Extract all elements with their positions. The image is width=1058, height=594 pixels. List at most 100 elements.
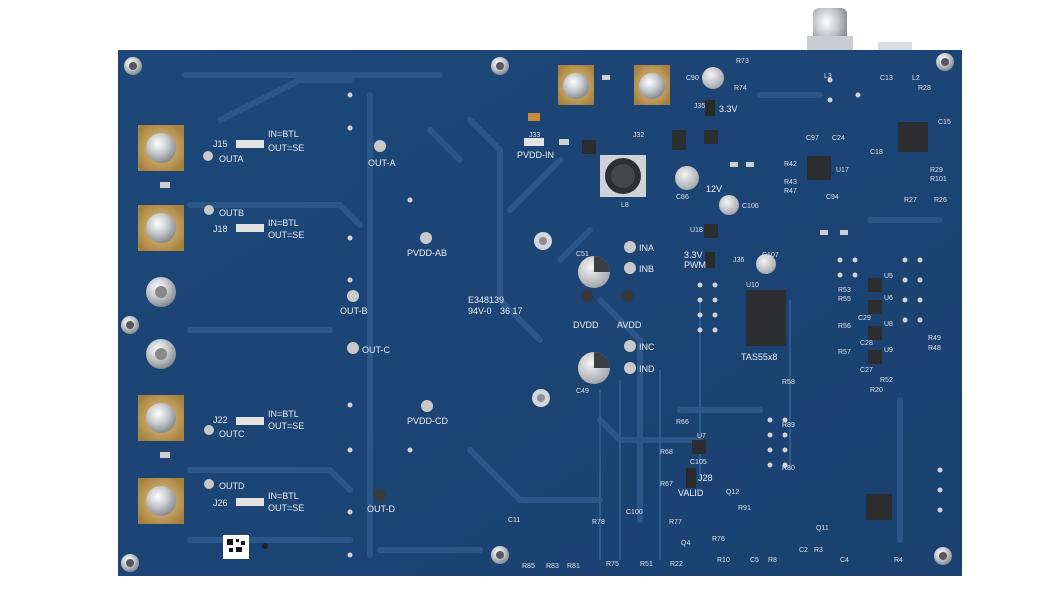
label-l2: L2 (912, 75, 920, 82)
label-c11: C11 (508, 517, 520, 524)
label-u10: U10 (746, 282, 759, 289)
label-r85: R85 (522, 563, 535, 570)
label-r52: R52 (880, 377, 893, 384)
label-in-btl-4: IN=BTL (268, 491, 299, 501)
label-c28: C28 (860, 340, 873, 347)
label-12v: 12V (706, 184, 722, 194)
label-out-se-2: OUT=SE (268, 230, 304, 240)
label-c94: C94 (826, 194, 839, 201)
label-c5: C5 (750, 557, 759, 564)
label-r27: R27 (904, 197, 917, 204)
label-r20: R20 (870, 387, 883, 394)
label-outa: OUTA (219, 154, 243, 164)
label-inb: INB (639, 264, 654, 274)
label-r57: R57 (838, 349, 851, 356)
test-points (203, 140, 636, 501)
label-out-a: OUT-A (368, 158, 396, 168)
label-u6: U6 (884, 295, 893, 302)
label-r73: R73 (736, 58, 749, 65)
label-r77: R77 (669, 519, 682, 526)
label-ind: IND (639, 364, 655, 374)
label-c13: C13 (880, 75, 893, 82)
label-tas55x8: TAS55x8 (741, 352, 777, 362)
label-u5: U5 (884, 273, 893, 280)
label-outb: OUTB (219, 208, 244, 218)
label-out-se-4: OUT=SE (268, 503, 304, 513)
label-3v3-b: 3.3V (684, 250, 703, 260)
label-c90: C90 (686, 75, 699, 82)
label-out-se-3: OUT=SE (268, 421, 304, 431)
label-c29: C29 (858, 315, 871, 322)
label-r75: R75 (606, 561, 619, 568)
label-ina: INA (639, 243, 654, 253)
jumpers (236, 100, 715, 506)
label-valid: VALID (678, 488, 704, 498)
label-r91: R91 (738, 505, 751, 512)
copper-traces (182, 72, 943, 560)
label-j36: J36 (733, 257, 744, 264)
label-r78: R78 (592, 519, 605, 526)
label-dvdd: DVDD (573, 320, 599, 330)
label-u17: U17 (836, 167, 849, 174)
silkscreen: J15 IN=BTL OUT=SE OUTA OUTB J18 IN=BTL O… (213, 58, 951, 570)
label-r58: R58 (782, 379, 795, 386)
electrolytic-capacitors (578, 67, 776, 384)
label-r74: R74 (734, 85, 747, 92)
label-r10: R10 (717, 557, 730, 564)
label-r68: R68 (660, 449, 673, 456)
label-l3: L3 (824, 73, 832, 80)
label-r55: R55 (838, 296, 851, 303)
label-in-btl-3: IN=BTL (268, 409, 299, 419)
label-j35: J35 (694, 103, 705, 110)
label-r26: R26 (934, 197, 947, 204)
label-r76: R76 (712, 536, 725, 543)
label-out-se-1: OUT=SE (268, 143, 304, 153)
label-j32: J32 (633, 132, 644, 139)
label-c2: C2 (799, 547, 808, 554)
label-u9: U9 (884, 347, 893, 354)
label-pwm: PWM (684, 260, 706, 270)
label-r80: R80 (782, 465, 795, 472)
label-outd: OUTD (219, 481, 245, 491)
label-c18: C18 (870, 149, 883, 156)
label-r53: R53 (838, 287, 851, 294)
label-r67: R67 (660, 481, 673, 488)
label-j26: J26 (213, 498, 228, 508)
label-u18: U18 (690, 227, 703, 234)
label-r81: R81 (567, 563, 580, 570)
label-rating: 94V-0 (468, 306, 492, 316)
barcode-label (223, 535, 268, 559)
integrated-circuits (582, 122, 928, 520)
label-3v3: 3.3V (719, 104, 738, 114)
label-pvdd-cd: PVDD-CD (407, 416, 449, 426)
label-c15: C15 (938, 119, 951, 126)
label-u8: U8 (884, 321, 893, 328)
label-q4: Q4 (681, 540, 690, 547)
label-out-d: OUT-D (367, 504, 395, 514)
label-avdd: AVDD (617, 320, 642, 330)
label-q12: Q12 (726, 489, 739, 496)
label-r51: R51 (640, 561, 653, 568)
label-c97: C97 (806, 135, 819, 142)
label-r22: R22 (670, 561, 683, 568)
label-c51: C51 (576, 251, 589, 258)
label-j33: J33 (529, 132, 540, 139)
label-r89: R89 (782, 422, 795, 429)
label-l8: L8 (621, 202, 629, 209)
label-r8: R8 (768, 557, 777, 564)
connector-top-right (878, 42, 912, 52)
label-q11: Q11 (816, 525, 829, 532)
binding-posts (138, 65, 670, 524)
label-j18: J18 (213, 224, 228, 234)
label-j28: J28 (698, 473, 713, 483)
label-c4: C4 (840, 557, 849, 564)
label-r47: R47 (784, 188, 797, 195)
label-in-btl-1: IN=BTL (268, 129, 299, 139)
label-c24: C24 (832, 135, 845, 142)
pcb-board (118, 50, 962, 576)
label-j22: J22 (213, 415, 228, 425)
label-r48: R48 (928, 345, 941, 352)
label-in-btl-2: IN=BTL (268, 218, 299, 228)
label-date: 36 17 (500, 306, 523, 316)
small-components (160, 75, 848, 458)
